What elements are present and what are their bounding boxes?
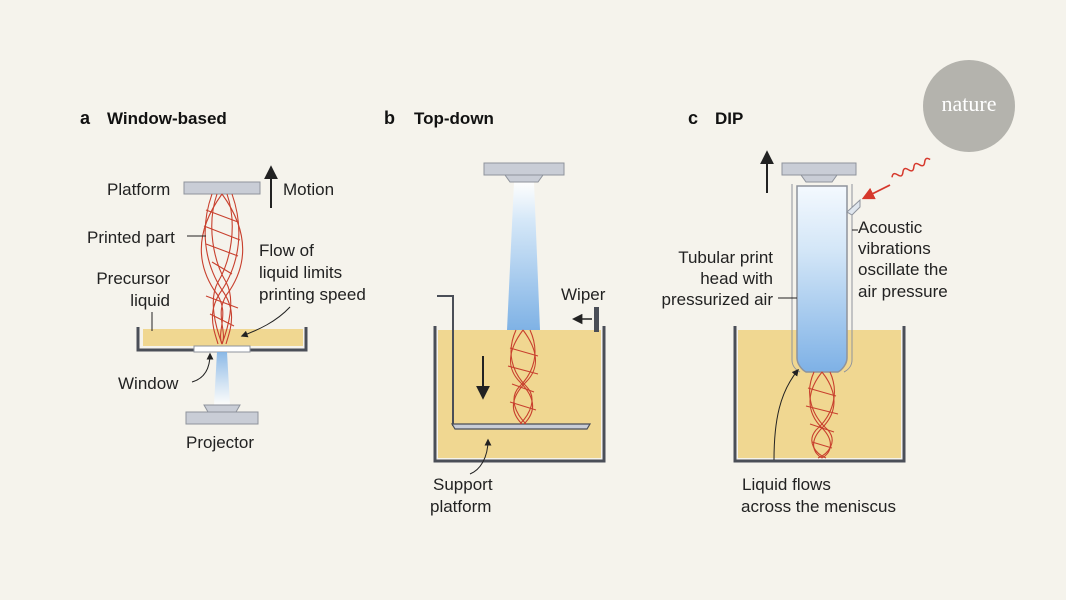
printed-part-label: Printed part	[87, 228, 175, 247]
panel-c-graphics	[733, 150, 931, 463]
wiper-label: Wiper	[561, 285, 606, 304]
flow-label-line3: printing speed	[259, 285, 366, 304]
projector-lens	[203, 404, 241, 413]
build-platform-a	[183, 181, 261, 195]
printed-part-helix-b	[507, 329, 539, 425]
precursor-liquid-b	[438, 330, 601, 458]
nature-badge-text: nature	[941, 91, 997, 116]
tubular-label-line3: pressurized air	[661, 290, 774, 309]
flow-arrow	[240, 306, 291, 338]
vat-c	[733, 326, 906, 463]
tubular-print-head	[796, 185, 848, 373]
precursor-label-line2: liquid	[130, 291, 170, 310]
projector-b	[483, 162, 565, 176]
panel-b-graphics	[433, 162, 606, 475]
printed-part-helix-c	[805, 371, 839, 459]
panel-a-graphics	[136, 165, 308, 425]
projector-lens-c	[800, 174, 838, 183]
projector-lens-b	[504, 174, 544, 183]
support-label-line1: Support	[433, 475, 493, 494]
projector-label: Projector	[186, 433, 255, 452]
tubular-label-line1: Tubular print	[678, 248, 773, 267]
acoustic-label-line1: Acoustic	[858, 218, 923, 237]
window-label: Window	[118, 374, 179, 393]
acoustic-wave	[891, 157, 931, 178]
nature-badge: nature	[923, 60, 1015, 152]
panel-a-letter: a	[80, 108, 91, 128]
support-label-line2: platform	[430, 497, 492, 516]
motion-label: Motion	[283, 180, 335, 199]
flow-label-line1: Flow of	[259, 241, 314, 260]
light-beam-b	[507, 182, 540, 330]
tubular-label-line2: head with	[700, 269, 773, 288]
precursor-label-line1: Precursor	[96, 269, 170, 288]
acoustic-label-line4: air pressure	[858, 282, 948, 301]
support-leader	[469, 438, 492, 475]
support-platform	[450, 423, 592, 430]
acoustic-arrow	[861, 184, 891, 200]
projector-c	[781, 162, 857, 176]
light-beam-a	[214, 352, 230, 405]
acoustic-label-line3: oscillate the	[858, 260, 948, 279]
window-arrow	[191, 352, 214, 383]
liquid-flow-arrow	[773, 368, 799, 461]
projector	[185, 411, 259, 425]
platform-label: Platform	[107, 180, 171, 199]
panel-c-title: DIP	[715, 109, 744, 128]
liquid-flow-label-line1: Liquid flows	[742, 475, 831, 494]
liquid-flow-label-line2: across the meniscus	[741, 497, 896, 516]
wiper	[594, 307, 599, 332]
vat-b	[433, 326, 606, 463]
flow-label-line2: liquid limits	[259, 263, 343, 282]
panel-a-title: Window-based	[107, 109, 227, 128]
panel-b-letter: b	[384, 108, 395, 128]
acoustic-label-line2: vibrations	[858, 239, 931, 258]
panel-c-letter: c	[688, 108, 699, 128]
support-arm	[437, 295, 454, 426]
panel-b-title: Top-down	[414, 109, 494, 128]
air-inlet-port	[846, 198, 861, 216]
printed-part-helix-a	[200, 193, 244, 345]
window-pane	[193, 345, 251, 353]
